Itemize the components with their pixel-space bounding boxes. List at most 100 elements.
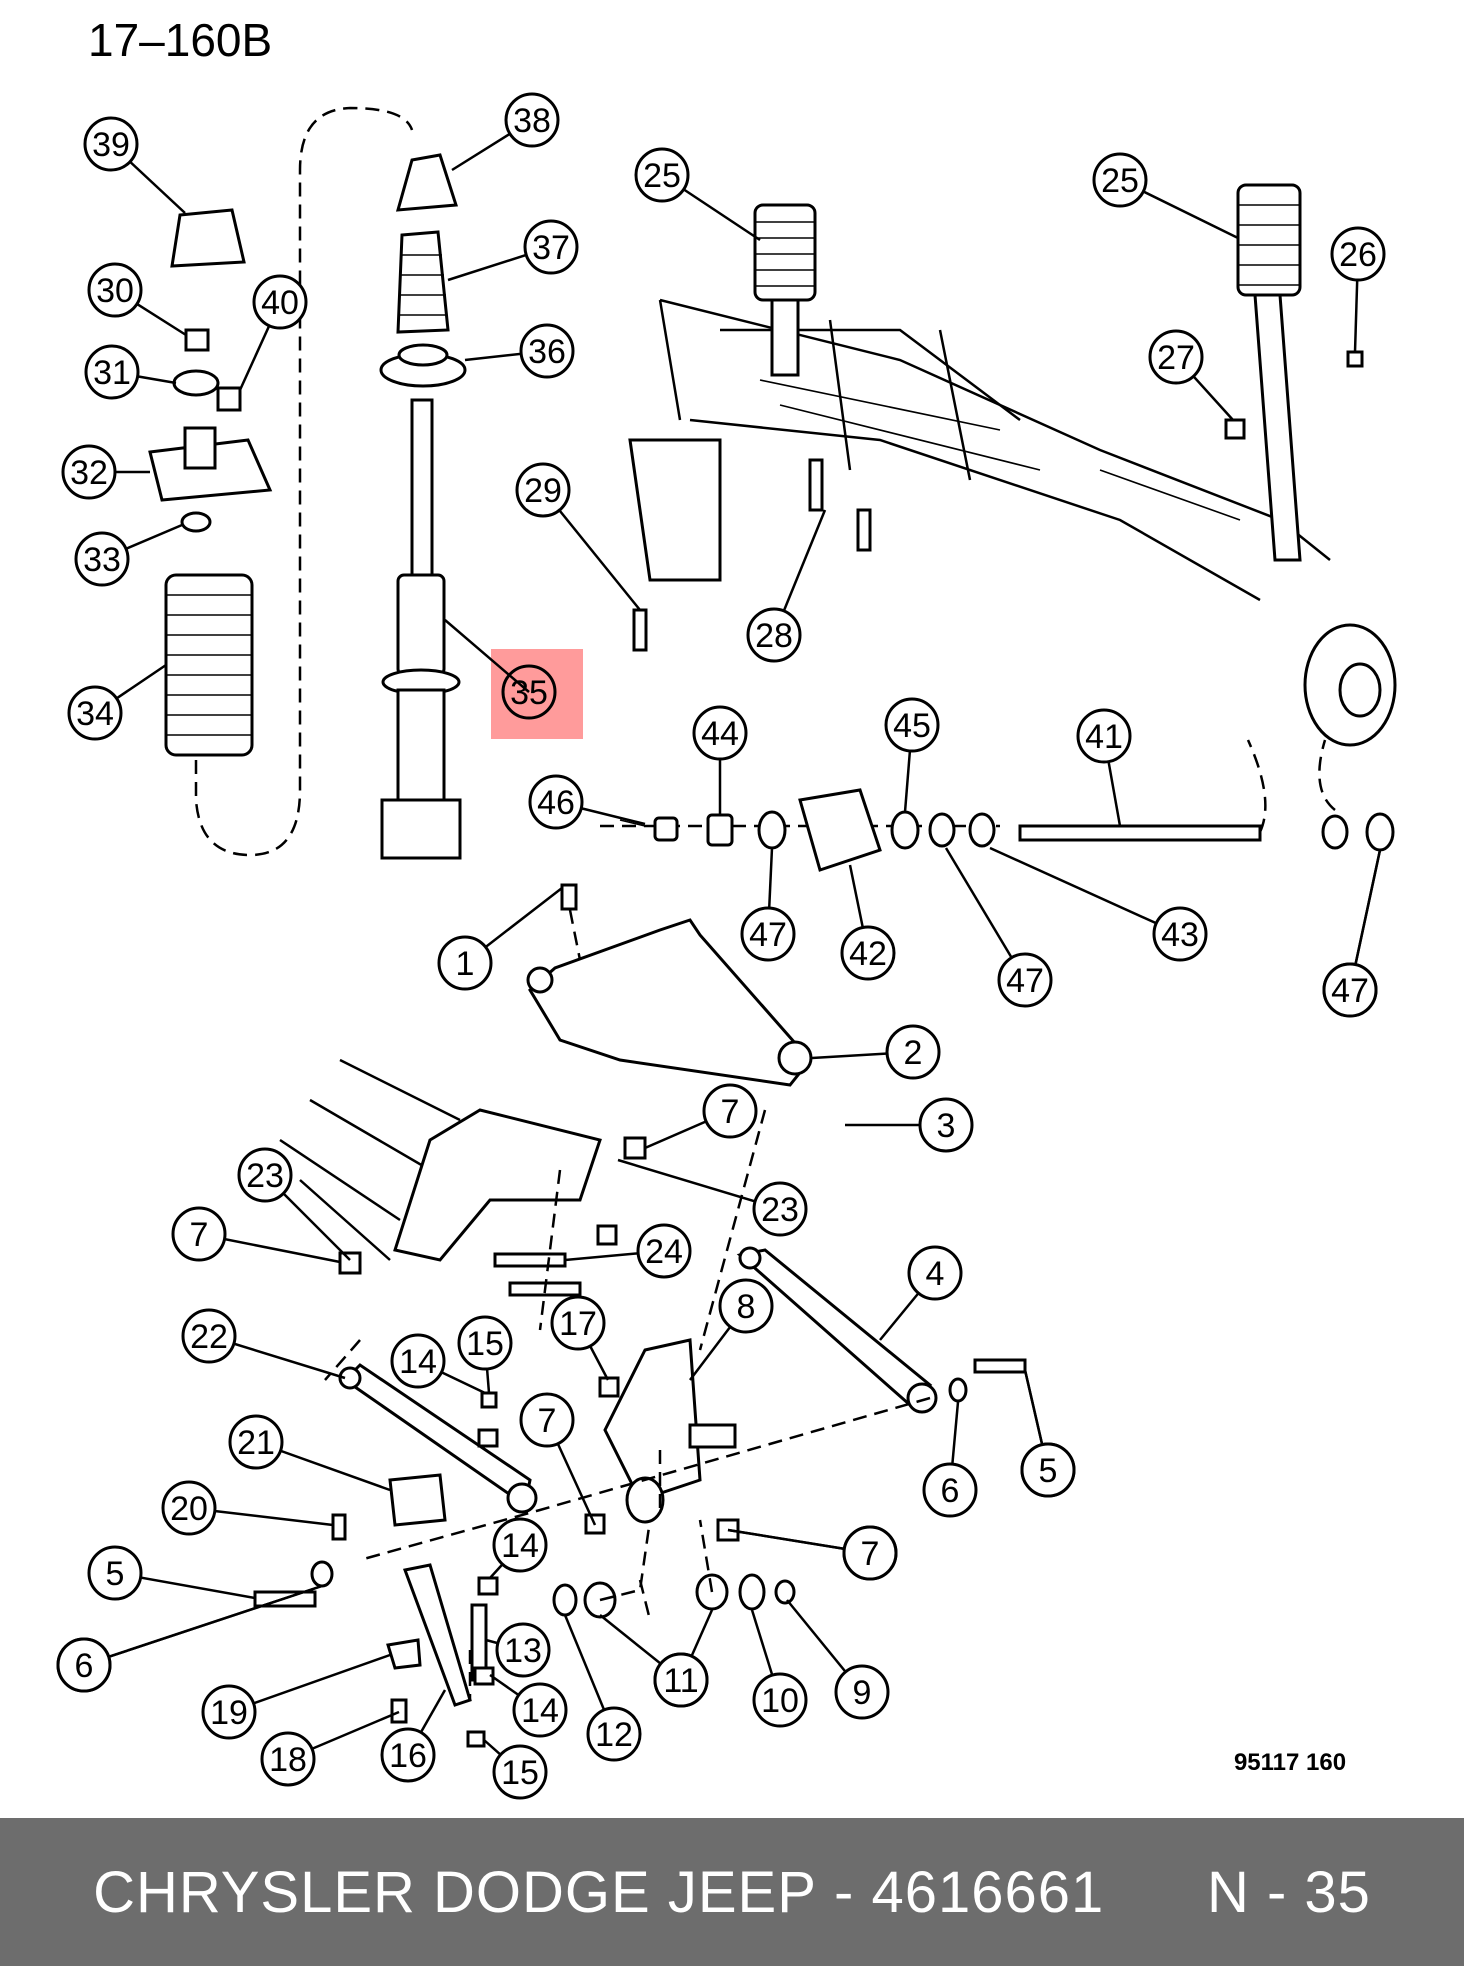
callout-circle bbox=[161, 1480, 217, 1536]
callout-leader-line bbox=[228, 1653, 391, 1714]
callout-10: 10 bbox=[750, 1609, 808, 1728]
callout-15: 15 bbox=[457, 1315, 513, 1394]
callout-circle bbox=[74, 531, 130, 587]
callout-circle bbox=[437, 935, 493, 991]
callout-16: 16 bbox=[380, 1689, 447, 1783]
callout-2: 2 bbox=[811, 1024, 941, 1080]
callout-number: 5 bbox=[1039, 1452, 1058, 1490]
callout-number: 23 bbox=[246, 1157, 284, 1195]
callout-number: 33 bbox=[83, 541, 121, 579]
callout-28: 28 bbox=[746, 509, 827, 663]
drawing-number: 95117 160 bbox=[1234, 1749, 1346, 1776]
callout-circle bbox=[1322, 962, 1378, 1018]
callout-number: 37 bbox=[532, 229, 570, 267]
callout-circle bbox=[840, 925, 896, 981]
track-bar-drawing bbox=[600, 739, 1395, 872]
callout-number: 45 bbox=[893, 707, 931, 745]
callout-circle bbox=[492, 1517, 548, 1573]
callout-14: 14 bbox=[489, 1673, 568, 1738]
callout-circle bbox=[718, 1278, 774, 1334]
callout-15: 15 bbox=[483, 1739, 548, 1800]
callout-31: 31 bbox=[84, 344, 177, 400]
part-number: 4616661 bbox=[871, 1859, 1105, 1925]
callout-circle bbox=[515, 462, 571, 518]
callout-17: 17 bbox=[550, 1295, 610, 1381]
callout-number: 1 bbox=[456, 945, 475, 983]
callout-34: 34 bbox=[67, 663, 167, 741]
callout-number: 20 bbox=[170, 1490, 208, 1528]
callout-26: 26 bbox=[1330, 226, 1386, 353]
callout-circle bbox=[181, 1308, 237, 1364]
brand-text: CHRYSLER DODGE JEEP bbox=[93, 1859, 817, 1925]
callout-circle bbox=[1330, 226, 1386, 282]
callout-11: 11 bbox=[599, 1614, 709, 1708]
callout-circle bbox=[83, 116, 139, 172]
callout-18: 18 bbox=[260, 1710, 400, 1787]
callout-21: 21 bbox=[228, 1414, 391, 1492]
callout-number: 10 bbox=[761, 1682, 799, 1720]
callout-circle bbox=[519, 1392, 575, 1448]
callout-circle bbox=[885, 1024, 941, 1080]
callout-13: 13 bbox=[485, 1622, 551, 1678]
callout-circle bbox=[1020, 1442, 1076, 1498]
callout-number: 7 bbox=[190, 1216, 209, 1254]
callout-9: 9 bbox=[786, 1599, 890, 1720]
callout-circle bbox=[550, 1295, 606, 1351]
callout-circle bbox=[260, 1731, 316, 1787]
callout-46: 46 bbox=[528, 774, 646, 830]
callout-6: 6 bbox=[56, 1584, 323, 1693]
callout-number: 11 bbox=[663, 1662, 698, 1700]
callout-number: 7 bbox=[721, 1093, 740, 1131]
callout-number: 21 bbox=[237, 1424, 275, 1462]
callout-47: 47 bbox=[740, 847, 796, 962]
callout-number: 30 bbox=[96, 272, 134, 310]
callout-circle bbox=[918, 1097, 974, 1153]
callout-number: 25 bbox=[643, 157, 681, 195]
callout-37: 37 bbox=[447, 219, 579, 282]
callout-number: 31 bbox=[93, 354, 131, 392]
callout-circle bbox=[842, 1525, 898, 1581]
callout-8: 8 bbox=[689, 1278, 774, 1381]
callout-circle bbox=[390, 1333, 446, 1389]
callout-number: 16 bbox=[389, 1737, 427, 1775]
callout-number: 24 bbox=[645, 1233, 683, 1271]
callout-25: 25 bbox=[1092, 152, 1239, 240]
callout-leader-line bbox=[989, 846, 1181, 936]
callout-5: 5 bbox=[1020, 1369, 1076, 1498]
callout-number: 17 bbox=[559, 1305, 597, 1343]
callout-circle bbox=[922, 1462, 978, 1518]
callout-number: 47 bbox=[1006, 962, 1044, 1000]
callout-circle bbox=[201, 1684, 257, 1740]
callout-circle bbox=[692, 705, 748, 761]
callout-40: 40 bbox=[238, 274, 308, 391]
callout-number: 9 bbox=[853, 1674, 872, 1712]
callout-number: 2 bbox=[904, 1034, 923, 1072]
callout-number: 23 bbox=[761, 1191, 799, 1229]
callout-number: 6 bbox=[941, 1472, 960, 1510]
callout-number: 5 bbox=[106, 1555, 125, 1593]
callout-circle bbox=[56, 1637, 112, 1693]
callout-number: 3 bbox=[937, 1107, 956, 1145]
callout-7: 7 bbox=[727, 1525, 898, 1581]
callout-41: 41 bbox=[1076, 708, 1132, 827]
callout-12: 12 bbox=[563, 1614, 642, 1762]
page-reference: N - 35 bbox=[1206, 1859, 1371, 1925]
callout-5: 5 bbox=[87, 1545, 256, 1601]
callout-number: 42 bbox=[849, 935, 887, 973]
callout-number: 15 bbox=[501, 1754, 539, 1792]
callout-circle bbox=[528, 774, 584, 830]
callout-number: 7 bbox=[861, 1535, 880, 1573]
callout-circle bbox=[504, 92, 560, 148]
parts-diagram: 17–160B bbox=[56, 14, 1397, 1800]
callout-number: 39 bbox=[92, 126, 130, 164]
sheet-code: 17–160B bbox=[88, 14, 272, 66]
callout-circle bbox=[523, 219, 579, 275]
callout-32: 32 bbox=[61, 444, 150, 500]
callout-number: 26 bbox=[1339, 236, 1377, 274]
strut-assembly-drawing bbox=[148, 106, 467, 860]
callout-circle bbox=[752, 1181, 808, 1237]
callout-25: 25 bbox=[634, 147, 761, 242]
callout-circle bbox=[61, 444, 117, 500]
spacer bbox=[1104, 1859, 1207, 1926]
callout-circle bbox=[512, 1682, 568, 1738]
